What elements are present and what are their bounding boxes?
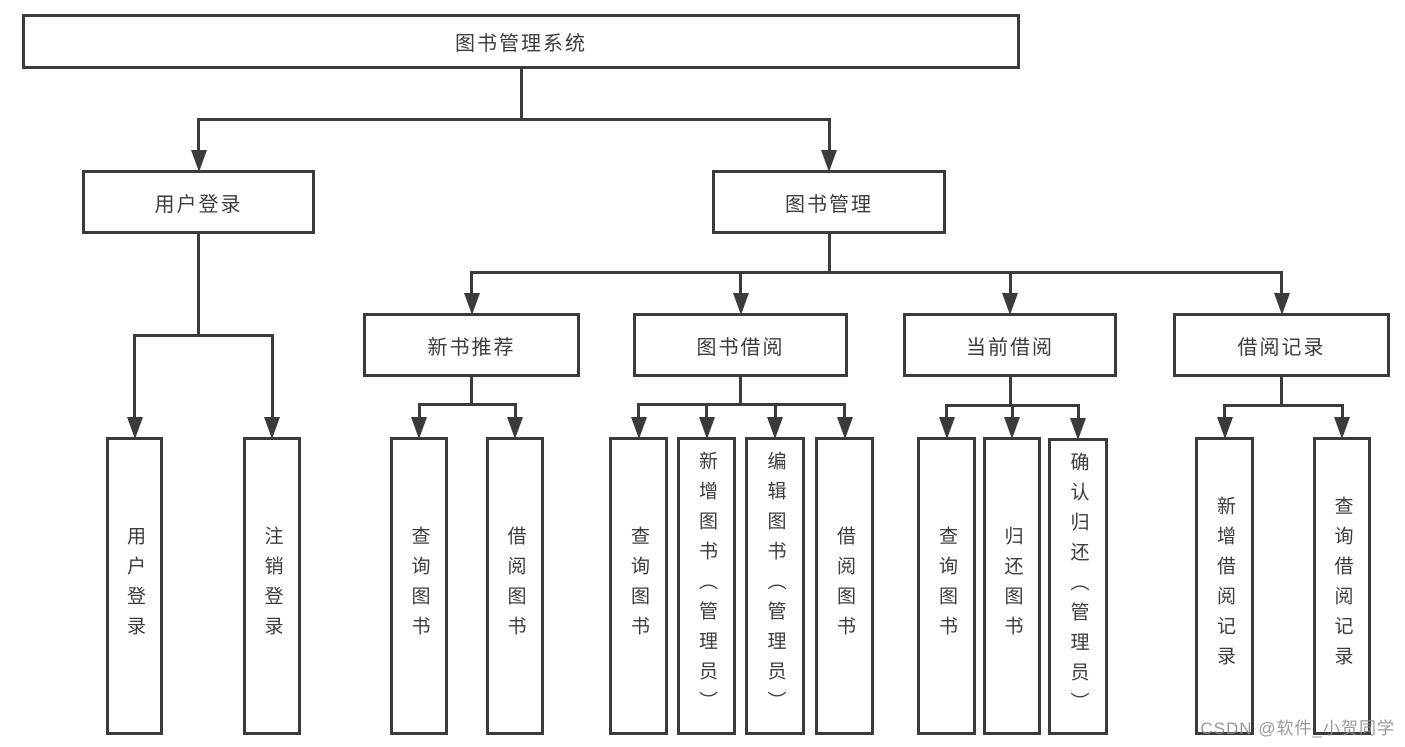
connector-line [133, 335, 136, 421]
arrow-down-icon [411, 417, 427, 439]
connector-line [1280, 272, 1283, 297]
connector-line [1010, 405, 1014, 421]
connector-line [470, 375, 473, 404]
connector-line [739, 375, 742, 404]
connector-line [470, 272, 473, 297]
box-current-borrow: 当前借阅 [903, 313, 1117, 377]
connector-line [1076, 405, 1080, 422]
connector-line [417, 404, 421, 421]
box-borrow-records: 借阅记录 [1173, 313, 1390, 377]
box-user-login: 用户登录 [82, 170, 315, 234]
arrow-down-icon [698, 417, 715, 439]
arrow-down-icon [1002, 293, 1018, 315]
connector-line [197, 232, 200, 335]
box-add-borrow-record: 新增借阅记录 [1195, 437, 1254, 735]
arrow-down-icon [767, 417, 783, 439]
connector-line [739, 272, 742, 297]
connector-line [843, 404, 846, 421]
arrow-down-icon [1070, 418, 1086, 440]
box-return-book-label: 归还图书 [1001, 526, 1023, 646]
box-borrow-book-1: 借阅图书 [486, 437, 544, 735]
box-add-borrow-record-label: 新增借阅记录 [1214, 496, 1235, 676]
box-edit-book-admin: 编辑图书（管理员） [745, 437, 805, 735]
box-query-book-1-label: 查询图书 [408, 526, 430, 646]
box-user-login-leaf: 用户登录 [106, 437, 163, 735]
arrow-down-icon [1004, 417, 1020, 439]
connector-line [1223, 403, 1344, 407]
box-new-book-recommend-label: 新书推荐 [427, 336, 516, 359]
box-borrow-book-2-label: 借阅图书 [834, 526, 855, 646]
box-logout: 注销登录 [243, 437, 301, 735]
box-add-book-admin-label: 新增图书（管理员） [696, 451, 717, 721]
box-library-management-system: 图书管理系统 [22, 14, 1020, 69]
connector-line [519, 67, 523, 119]
arrow-down-icon [1216, 417, 1233, 439]
box-query-book-3: 查询图书 [917, 437, 976, 735]
connector-line [1008, 272, 1012, 297]
arrow-down-icon [1334, 417, 1350, 439]
box-confirm-return-admin: 确认归还（管理员） [1048, 438, 1108, 735]
connector-line [1280, 375, 1283, 405]
box-borrow-book-1-label: 借阅图书 [504, 526, 526, 646]
connector-line [1340, 405, 1344, 421]
connector-line [470, 270, 1283, 274]
connector-line [827, 232, 831, 272]
box-current-borrow-label: 当前借阅 [966, 336, 1054, 359]
watermark: CSDN @软件_小贺同学 [1200, 719, 1395, 738]
connector-line [270, 335, 274, 421]
arrow-down-icon [938, 417, 955, 439]
box-borrow-book-2: 借阅图书 [815, 437, 874, 735]
arrow-down-icon [732, 293, 749, 315]
arrow-down-icon [190, 150, 207, 172]
box-confirm-return-admin-label: 确认归还（管理员） [1067, 451, 1089, 722]
box-book-borrow: 图书借阅 [633, 313, 848, 377]
connector-line [773, 404, 777, 421]
arrow-down-icon [1273, 293, 1290, 315]
connector-line [705, 404, 708, 421]
box-query-book-2: 查询图书 [609, 437, 668, 735]
arrow-down-icon [630, 417, 647, 439]
arrow-down-icon [126, 417, 143, 439]
connector-line [637, 404, 640, 421]
connector-line [1223, 405, 1226, 421]
connector-line [197, 119, 200, 154]
connector-line [637, 402, 846, 406]
box-library-management-system-label: 图书管理系统 [455, 33, 587, 55]
box-return-book: 归还图书 [983, 437, 1041, 735]
connector-line [1008, 375, 1012, 405]
box-new-book-recommend: 新书推荐 [363, 313, 580, 377]
arrow-down-icon [463, 293, 480, 315]
connector-line [417, 402, 517, 406]
box-query-book-3-label: 查询图书 [936, 526, 957, 646]
arrow-down-icon [507, 417, 523, 439]
box-book-management: 图书管理 [712, 170, 946, 234]
box-query-borrow-record: 查询借阅记录 [1313, 437, 1371, 735]
box-query-book-1: 查询图书 [390, 437, 448, 735]
connector-line [827, 119, 831, 154]
box-borrow-records-label: 借阅记录 [1237, 336, 1326, 359]
connector-line [133, 333, 274, 337]
arrow-down-icon [264, 417, 280, 439]
box-user-login-label: 用户登录 [154, 193, 243, 216]
box-edit-book-admin-label: 编辑图书（管理员） [764, 451, 786, 721]
box-query-borrow-record-label: 查询借阅记录 [1331, 496, 1353, 676]
box-logout-label: 注销登录 [261, 526, 283, 646]
arrow-down-icon [836, 417, 853, 439]
box-book-management-label: 图书管理 [785, 193, 873, 216]
box-query-book-2-label: 查询图书 [628, 526, 649, 646]
box-user-login-leaf-label: 用户登录 [124, 526, 145, 646]
box-add-book-admin: 新增图书（管理员） [677, 437, 736, 735]
connector-line [513, 404, 517, 421]
box-book-borrow-label: 图书借阅 [696, 336, 785, 359]
connector-line [945, 405, 948, 421]
arrow-down-icon [821, 150, 837, 172]
connector-line [197, 117, 831, 121]
